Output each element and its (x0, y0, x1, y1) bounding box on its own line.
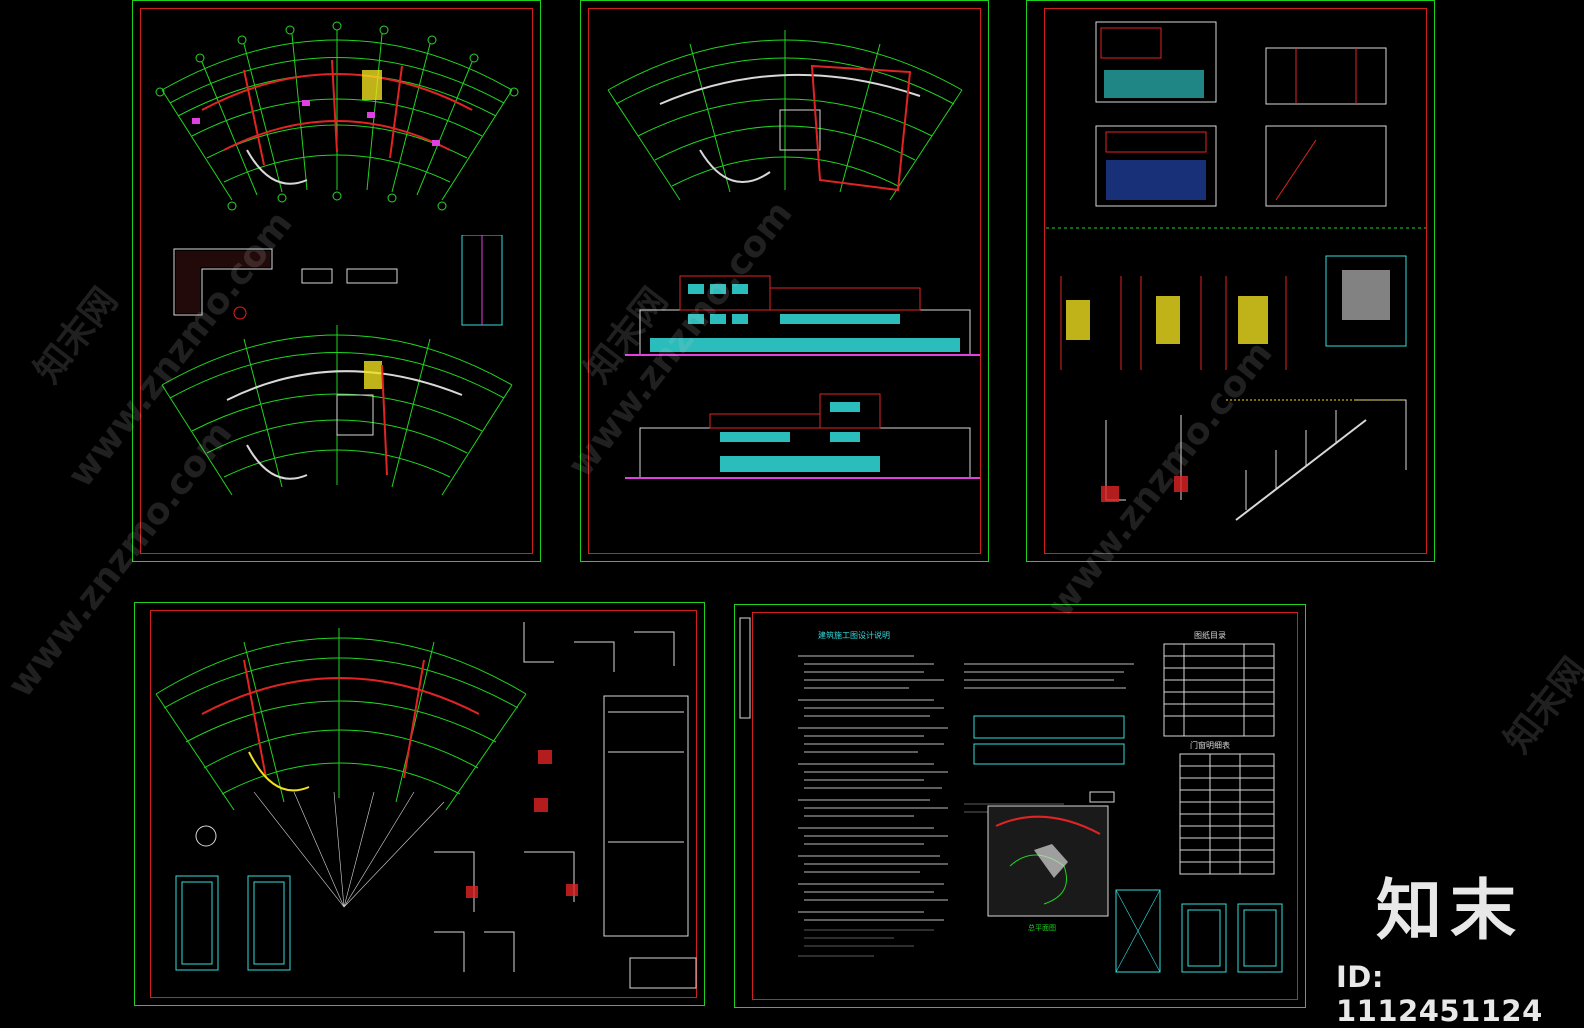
sheet-title-frame (150, 610, 697, 998)
fan-ground-plan (155, 622, 697, 989)
door-window-schedule-title: 门窗明细表 (1190, 740, 1230, 750)
sheet-border (734, 604, 1306, 1008)
front-elevation (625, 275, 980, 356)
sheet-title-frame (752, 612, 1298, 1000)
plan-1-walls (201, 59, 473, 166)
brand-logo: 知末 (1376, 872, 1524, 949)
sheet-border (132, 0, 541, 562)
notes-main-title: 建筑施工图设计说明 (818, 630, 890, 640)
sheet-border (134, 602, 705, 1006)
plan-1-curved-wall (246, 149, 308, 185)
fan-roof-plan (607, 30, 963, 201)
fan-floor-plan-upper (155, 21, 519, 211)
site-plan-title: 总平面图 (1028, 923, 1056, 932)
section-drawings (1046, 21, 1426, 521)
watermark-brand: 知末网 (1497, 650, 1584, 761)
drawing-sheet-ground-plan (134, 602, 705, 1006)
sheet-title-frame (140, 8, 533, 554)
asset-id-label: ID: 1112451124 (1336, 960, 1543, 1028)
drawing-sheet-design-notes: 建筑施工图设计说明 图纸目录 门窗明细表 总平面图 (734, 604, 1306, 1008)
drawing-sheet-sections (1026, 0, 1435, 562)
design-notes-content: 建筑施工图设计说明 图纸目录 门窗明细表 总平面图 (739, 617, 1283, 973)
rear-elevation (625, 393, 980, 479)
plan-1-grid (161, 30, 513, 201)
plan-1-stair (362, 70, 382, 100)
drawing-sheet-elevations (580, 0, 989, 562)
drawing-sheet-plans (132, 0, 541, 562)
detail-section-row (173, 235, 503, 326)
plan-1-callouts (192, 100, 440, 146)
plan-1-axis-bubbles (155, 21, 519, 211)
sheet-border (580, 0, 989, 562)
sheet-border (1026, 0, 1435, 562)
sheet-title-frame (1044, 8, 1427, 554)
fan-floor-plan-lower (161, 325, 513, 496)
drawing-index-title: 图纸目录 (1194, 630, 1226, 640)
sheet-title-frame (588, 8, 981, 554)
watermark-brand: 知末网 (27, 280, 126, 391)
